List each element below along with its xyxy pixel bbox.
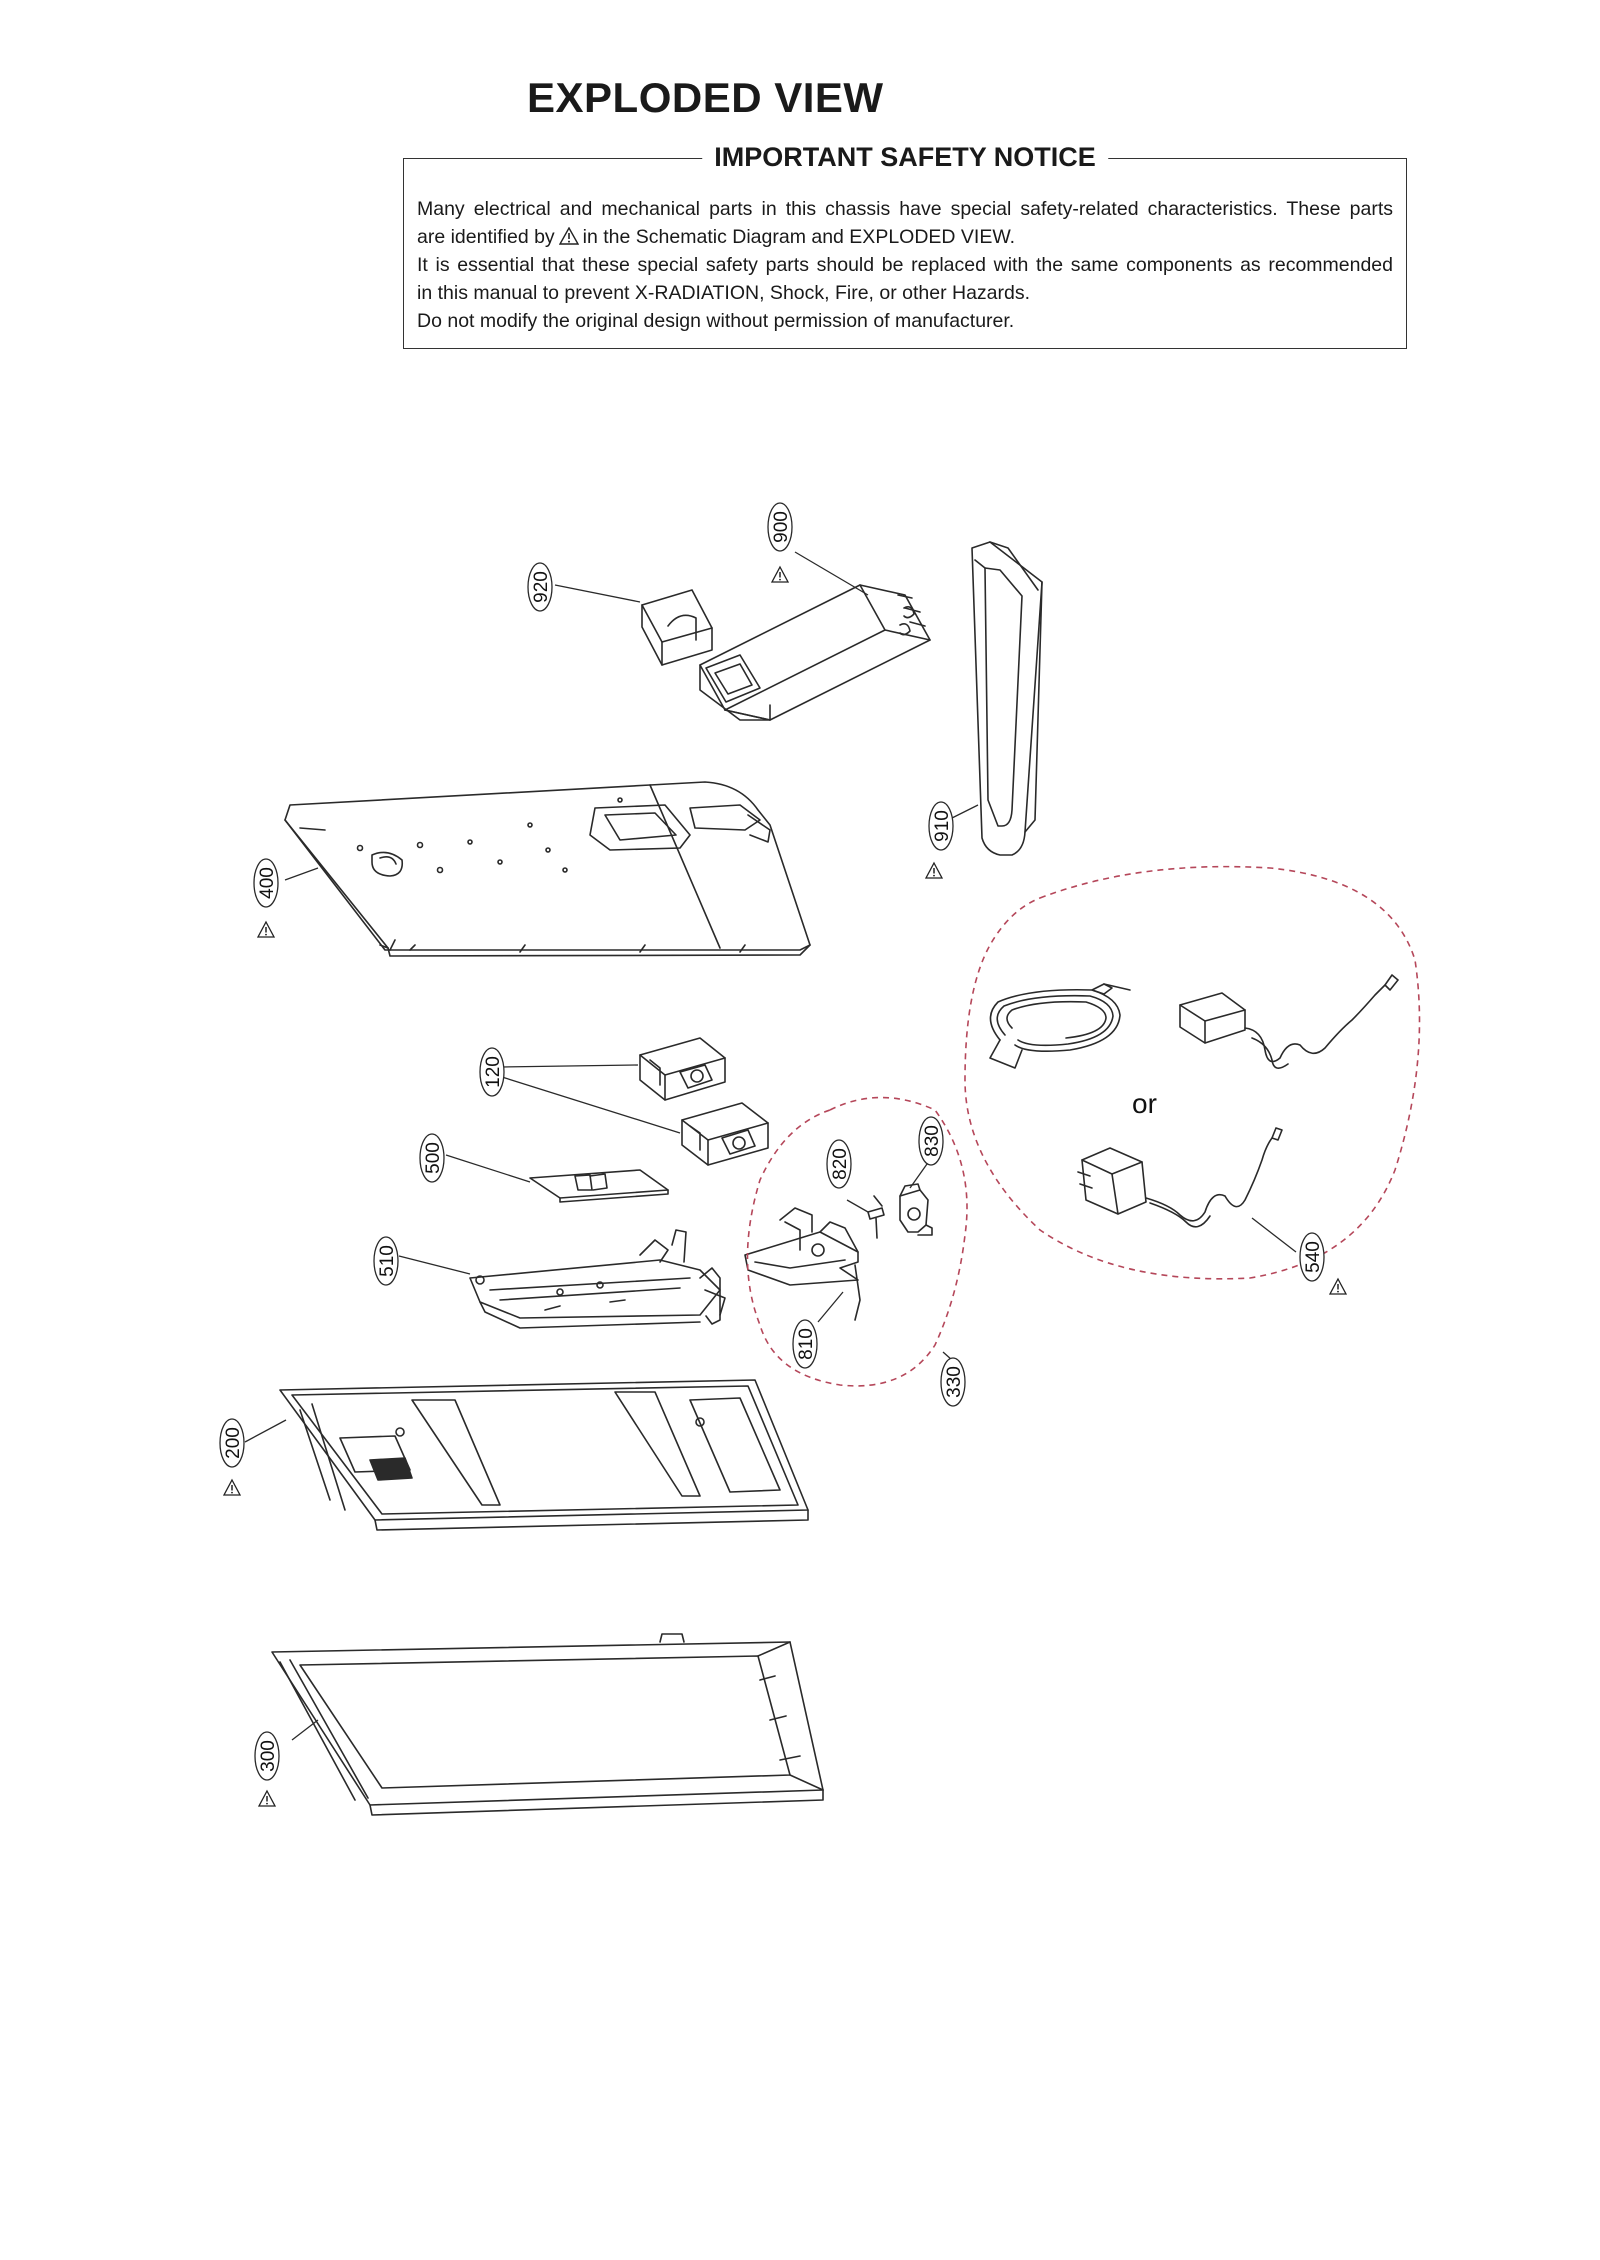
svg-text:200: 200 bbox=[223, 1427, 244, 1459]
callout-330: 330 bbox=[940, 1357, 966, 1407]
callout-500: 500 bbox=[419, 1133, 445, 1183]
svg-text:540: 540 bbox=[1303, 1241, 1324, 1273]
safety-notice-line-1: Many electrical and mechanical parts in … bbox=[417, 198, 1393, 220]
callout-900: 900 bbox=[767, 502, 793, 552]
warning-triangle-icon bbox=[558, 227, 579, 245]
callout-920: 920 bbox=[527, 562, 553, 612]
safety-notice-body: Many electrical and mechanical parts in … bbox=[417, 195, 1393, 335]
callout-810: 810 bbox=[792, 1319, 818, 1369]
part-120-clip-lower bbox=[681, 1102, 769, 1166]
safety-notice-line-3: It is essential that these special safet… bbox=[417, 254, 1393, 276]
callout-300-warning-icon bbox=[258, 1790, 276, 1807]
svg-text:920: 920 bbox=[531, 571, 552, 603]
callout-300: 300 bbox=[254, 1731, 280, 1781]
safety-notice-title: IMPORTANT SAFETY NOTICE bbox=[702, 142, 1108, 173]
part-540-adapter-brick bbox=[1179, 974, 1399, 1069]
svg-text:900: 900 bbox=[771, 511, 792, 543]
part-300-bezel bbox=[271, 1633, 824, 1816]
group-330-outline bbox=[746, 1096, 968, 1387]
callout-400: 400 bbox=[253, 858, 279, 908]
callout-200: 200 bbox=[219, 1418, 245, 1468]
safety-notice-line-2: are identified by in the Schematic Diagra… bbox=[417, 223, 1393, 251]
safety-notice-line-2-end: in the Schematic Diagram and EXPLODED VI… bbox=[582, 226, 1016, 248]
svg-text:820: 820 bbox=[830, 1148, 851, 1180]
page-title: EXPLODED VIEW bbox=[527, 74, 884, 121]
part-830-latch bbox=[899, 1183, 933, 1236]
svg-text:330: 330 bbox=[944, 1366, 965, 1398]
callout-510: 510 bbox=[373, 1236, 399, 1286]
svg-text:400: 400 bbox=[257, 867, 278, 899]
callout-400-warning-icon bbox=[257, 921, 275, 938]
callout-910-warning-icon bbox=[925, 862, 943, 879]
part-400-back-cover bbox=[284, 781, 811, 957]
callout-910: 910 bbox=[928, 801, 954, 851]
part-920-cap bbox=[641, 589, 713, 666]
part-540-wall-adapter bbox=[1077, 1127, 1283, 1228]
svg-text:120: 120 bbox=[483, 1056, 504, 1088]
safety-notice-line-5: Do not modify the original design withou… bbox=[417, 310, 1015, 332]
callout-540: 540 bbox=[1299, 1232, 1325, 1282]
callout-820: 820 bbox=[826, 1139, 852, 1189]
svg-text:300: 300 bbox=[258, 1740, 279, 1772]
safety-notice-line-2-start: are identified by bbox=[417, 226, 555, 248]
callout-830: 830 bbox=[918, 1116, 944, 1166]
svg-text:810: 810 bbox=[796, 1328, 817, 1360]
part-510-bracket bbox=[469, 1229, 726, 1329]
callout-540-warning-icon bbox=[1329, 1278, 1347, 1295]
safety-notice-line-4: in this manual to prevent X-RADIATION, S… bbox=[417, 282, 1031, 304]
svg-text:910: 910 bbox=[932, 810, 953, 842]
group-540-outline bbox=[964, 865, 1421, 1280]
part-900-adapter bbox=[699, 584, 931, 721]
alternative-label: or bbox=[1132, 1088, 1157, 1119]
part-200-frame bbox=[279, 1379, 809, 1531]
callout-200-warning-icon bbox=[223, 1479, 241, 1496]
part-500-plate bbox=[529, 1169, 669, 1203]
safety-notice-box: IMPORTANT SAFETY NOTICE Many electrical … bbox=[403, 142, 1407, 349]
part-540-cord bbox=[989, 983, 1131, 1069]
part-810-bracket bbox=[744, 1207, 861, 1321]
callout-900-warning-icon bbox=[771, 566, 789, 583]
svg-text:830: 830 bbox=[922, 1125, 943, 1157]
part-120-clip-upper bbox=[639, 1037, 726, 1101]
svg-text:510: 510 bbox=[377, 1245, 398, 1277]
part-910-stand bbox=[971, 541, 1043, 856]
callout-120: 120 bbox=[479, 1047, 505, 1097]
part-820-pin bbox=[867, 1195, 885, 1239]
svg-text:500: 500 bbox=[423, 1142, 444, 1174]
